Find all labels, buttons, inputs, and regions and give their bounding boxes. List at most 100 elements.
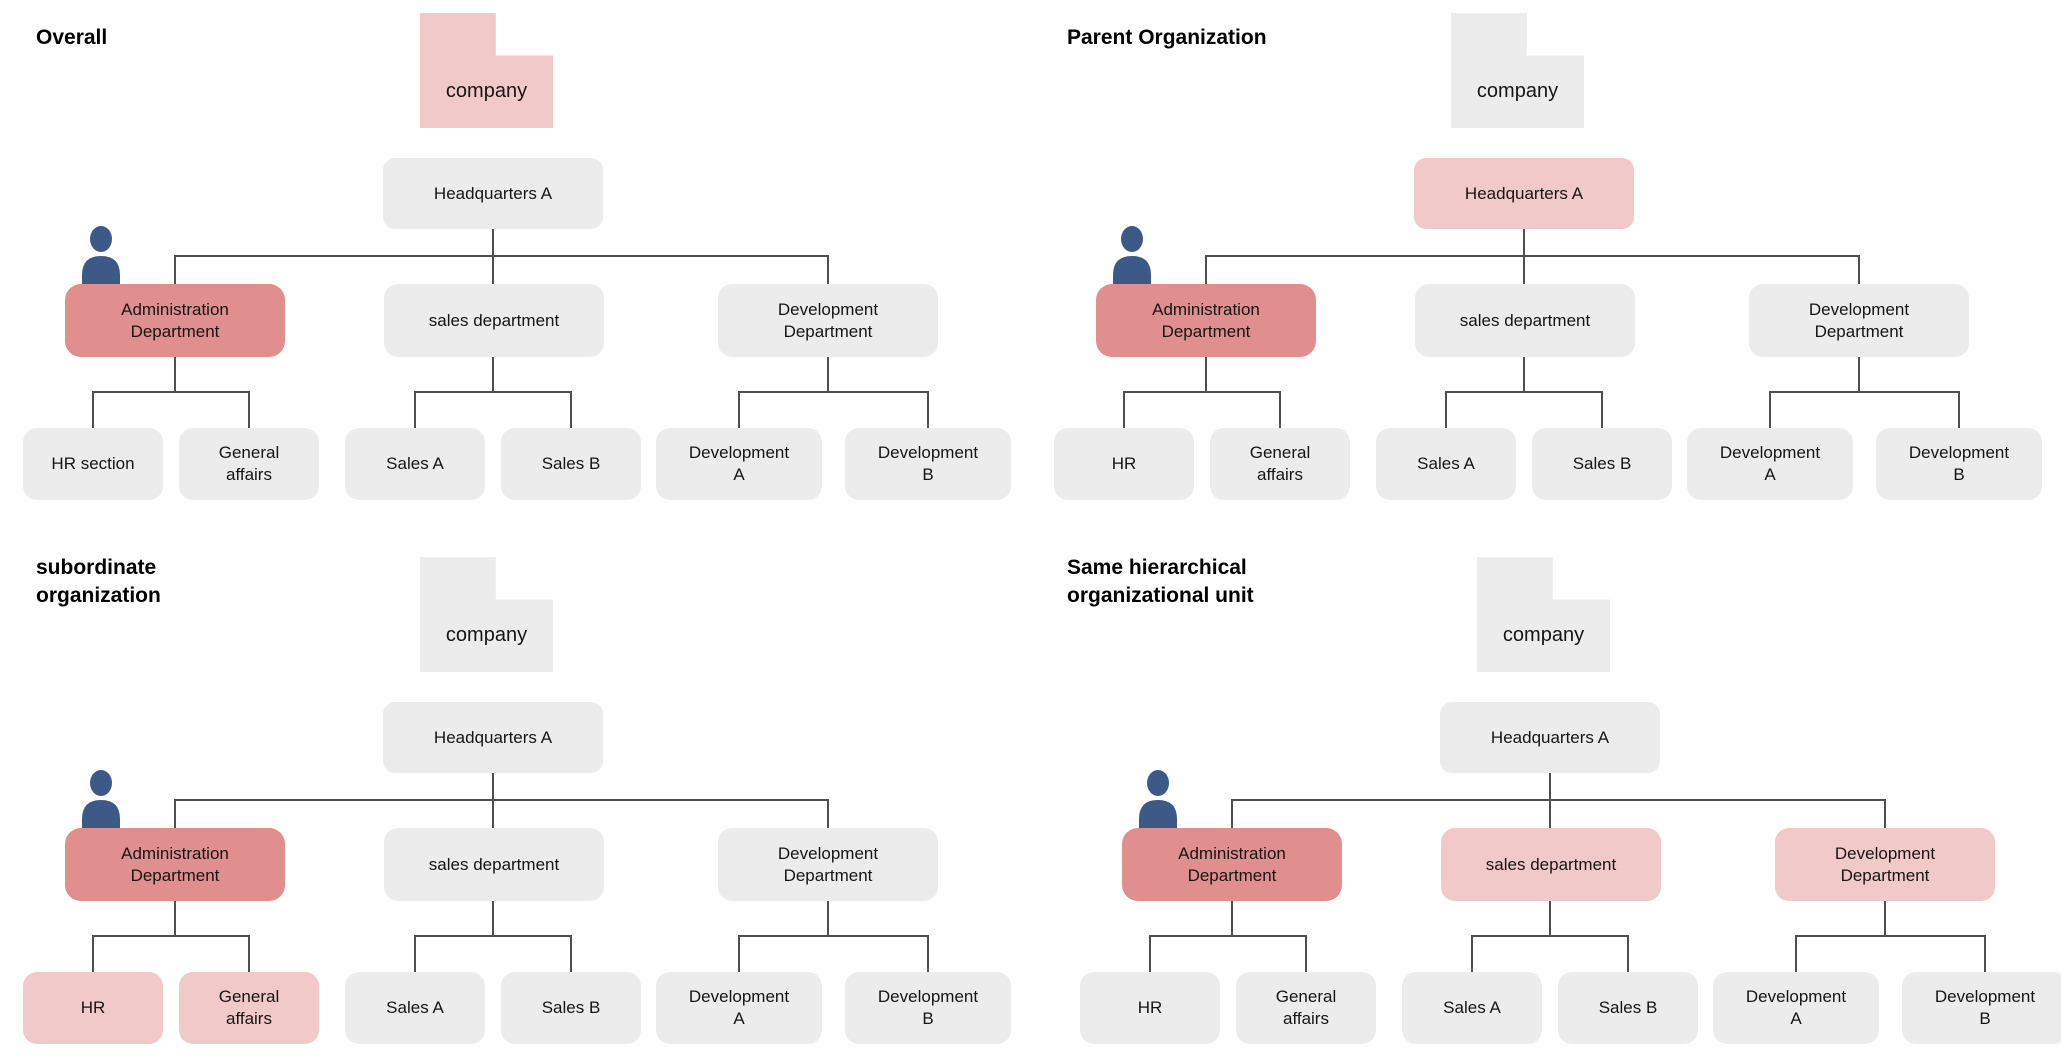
leaf-sales-a: Sales A bbox=[345, 428, 485, 500]
quadrant-same-hierarchical-unit: Same hierarchical organizational unit co… bbox=[1031, 530, 2061, 1060]
connector-line bbox=[414, 935, 572, 937]
org-tree: company Headquarters A Administration De… bbox=[1031, 0, 2061, 530]
connector-line bbox=[1858, 255, 1860, 285]
connector-line bbox=[1279, 391, 1281, 429]
company-node: company bbox=[420, 13, 553, 128]
connector-line bbox=[1471, 935, 1629, 937]
company-label: company bbox=[1502, 624, 1585, 646]
quadrant-title: Parent Organization bbox=[1067, 26, 1267, 49]
node-sales-department: sales department bbox=[1441, 828, 1661, 901]
quadrant-subordinate-organization: subordinate organization company bbox=[0, 530, 1030, 1060]
connector-line bbox=[570, 935, 572, 973]
connector-line bbox=[92, 391, 94, 429]
connector-line bbox=[1549, 901, 1551, 936]
connector-line bbox=[1205, 357, 1207, 392]
connector-line bbox=[414, 935, 416, 973]
person-icon bbox=[1139, 770, 1177, 834]
connector-line bbox=[248, 391, 250, 429]
connector-line bbox=[827, 255, 829, 285]
quadrant-title: Same hierarchical organizational unit bbox=[1067, 556, 1254, 607]
node-administration-department: Administration Department bbox=[65, 828, 285, 901]
node-sales-department: sales department bbox=[384, 284, 604, 357]
node-sales-department: sales department bbox=[384, 828, 604, 901]
connector-line bbox=[492, 799, 494, 829]
connector-line bbox=[927, 391, 929, 429]
leaf-development-a: Development A bbox=[1713, 972, 1879, 1044]
connector-line bbox=[92, 935, 250, 937]
org-tree: company Headquarters A Administration De… bbox=[1057, 544, 2061, 1061]
node-headquarters-a: Headquarters A bbox=[383, 702, 603, 773]
leaf-hr: HR bbox=[23, 972, 163, 1044]
company-shape bbox=[420, 557, 553, 672]
connector-line bbox=[1149, 935, 1307, 937]
leaf-sales-b: Sales B bbox=[1532, 428, 1672, 500]
company-label: company bbox=[445, 624, 528, 646]
connector-line bbox=[1769, 391, 1960, 393]
leaf-general-affairs: General affairs bbox=[1210, 428, 1350, 500]
connector-line bbox=[1627, 935, 1629, 973]
connector-line bbox=[1149, 935, 1151, 973]
node-development-department: Development Department bbox=[718, 284, 938, 357]
connector-line bbox=[1305, 935, 1307, 973]
connector-line bbox=[1123, 391, 1125, 429]
connector-line bbox=[738, 391, 740, 429]
connector-line bbox=[1205, 255, 1860, 257]
connector-line bbox=[248, 935, 250, 973]
connector-line bbox=[1523, 229, 1525, 256]
connector-line bbox=[492, 229, 494, 256]
person-icon bbox=[82, 226, 120, 290]
leaf-development-a: Development A bbox=[656, 428, 822, 500]
leaf-development-a: Development A bbox=[1687, 428, 1853, 500]
node-development-department: Development Department bbox=[1775, 828, 1995, 901]
node-sales-department: sales department bbox=[1415, 284, 1635, 357]
connector-line bbox=[1601, 391, 1603, 429]
person-icon bbox=[1113, 226, 1151, 290]
connector-line bbox=[738, 935, 740, 973]
node-development-department: Development Department bbox=[718, 828, 938, 901]
connector-line bbox=[174, 799, 176, 829]
leaf-development-b: Development B bbox=[1902, 972, 2061, 1044]
connector-line bbox=[1231, 901, 1233, 936]
connector-line bbox=[1523, 357, 1525, 392]
connector-line bbox=[1445, 391, 1603, 393]
node-administration-department: Administration Department bbox=[1096, 284, 1316, 357]
connector-line bbox=[174, 255, 829, 257]
connector-line bbox=[1958, 391, 1960, 429]
company-node: company bbox=[1477, 557, 1610, 672]
quadrant-title: Overall bbox=[36, 26, 108, 49]
company-label: company bbox=[1476, 80, 1559, 102]
connector-line bbox=[738, 935, 929, 937]
connector-line bbox=[414, 391, 572, 393]
node-headquarters-a: Headquarters A bbox=[383, 158, 603, 229]
leaf-sales-a: Sales A bbox=[1376, 428, 1516, 500]
connector-line bbox=[174, 901, 176, 936]
connector-line bbox=[738, 391, 929, 393]
company-shape bbox=[420, 13, 553, 128]
leaf-development-b: Development B bbox=[1876, 428, 2042, 500]
connector-line bbox=[174, 357, 176, 392]
connector-line bbox=[1858, 357, 1860, 392]
connector-line bbox=[827, 357, 829, 392]
connector-line bbox=[827, 901, 829, 936]
leaf-hr: HR section bbox=[23, 428, 163, 500]
connector-line bbox=[1549, 773, 1551, 800]
org-tree: company Headquarters A Administration De… bbox=[0, 0, 1030, 530]
node-administration-department: Administration Department bbox=[1122, 828, 1342, 901]
connector-line bbox=[174, 799, 829, 801]
leaf-sales-b: Sales B bbox=[1558, 972, 1698, 1044]
connector-line bbox=[1471, 935, 1473, 973]
connector-line bbox=[92, 391, 250, 393]
leaf-development-b: Development B bbox=[845, 972, 1011, 1044]
connector-line bbox=[92, 935, 94, 973]
quadrant-overall: Overall company bbox=[0, 0, 1030, 530]
connector-line bbox=[1795, 935, 1797, 973]
connector-line bbox=[414, 391, 416, 429]
node-headquarters-a: Headquarters A bbox=[1440, 702, 1660, 773]
connector-line bbox=[492, 773, 494, 800]
org-tree: company Headquarters A Administration De… bbox=[0, 544, 1030, 1061]
connector-line bbox=[1795, 935, 1986, 937]
company-shape bbox=[1451, 13, 1584, 128]
connector-line bbox=[1549, 799, 1551, 829]
connector-line bbox=[492, 901, 494, 936]
leaf-development-a: Development A bbox=[656, 972, 822, 1044]
